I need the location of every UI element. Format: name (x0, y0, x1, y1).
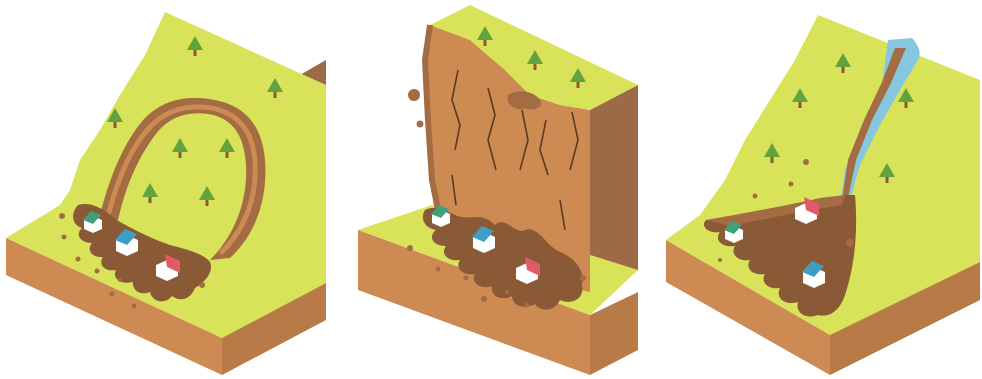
scene-landslide (6, 12, 326, 375)
scene-rockfall (358, 5, 638, 375)
scene-debris-flow (666, 15, 980, 375)
